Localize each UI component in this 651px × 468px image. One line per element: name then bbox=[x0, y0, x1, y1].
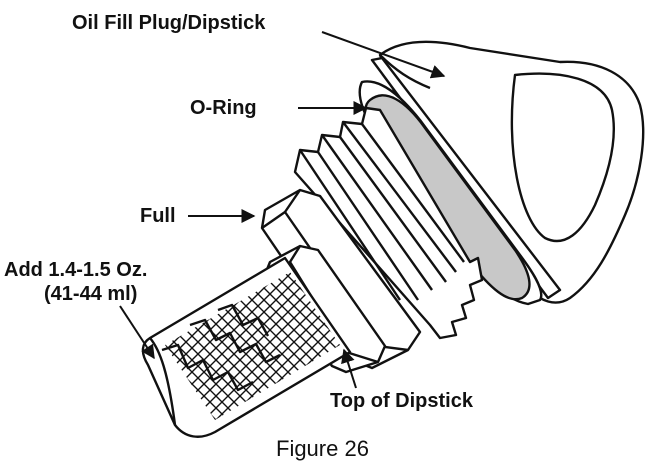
label-add-amount: Add 1.4-1.5 Oz. bbox=[4, 259, 148, 281]
label-o-ring: O-Ring bbox=[190, 97, 257, 119]
arrow-oil-fill-plug bbox=[321, 31, 446, 79]
label-top-of-dipstick: Top of Dipstick bbox=[330, 390, 473, 412]
label-add-amount-ml: (41-44 ml) bbox=[44, 283, 138, 305]
arrow-top-of-dipstick bbox=[341, 348, 357, 389]
leader-lines bbox=[119, 31, 446, 389]
threaded-body bbox=[293, 106, 484, 340]
label-oil-fill-plug: Oil Fill Plug/Dipstick bbox=[72, 12, 266, 34]
label-full: Full bbox=[140, 205, 176, 227]
figure-caption: Figure 26 bbox=[276, 436, 369, 461]
arrow-add-oil bbox=[119, 305, 155, 360]
